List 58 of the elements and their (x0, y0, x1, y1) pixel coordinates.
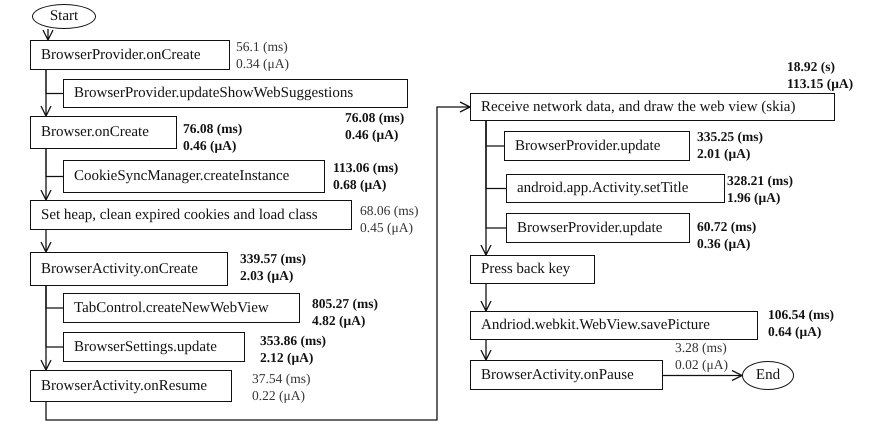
process-box: BrowserProvider.onCreate (30, 40, 230, 70)
measurement-text: 2.01 (μA) (697, 145, 750, 162)
measurement-text: 68.06 (ms) (360, 202, 418, 219)
measurement-text: 18.92 (s) (787, 58, 835, 75)
process-box: Receive network data, and draw the web view (skia) (470, 93, 835, 121)
measurement-text: 0.68 (μA) (333, 176, 386, 193)
measurement-text: 76.08 (ms) (345, 109, 404, 126)
measurement-text: 0.46 (μA) (183, 137, 236, 154)
process-box: Press back key (470, 255, 595, 284)
process-box: BrowserActivity.onCreate (30, 252, 228, 286)
measurement-text: 106.54 (ms) (768, 306, 834, 323)
measurement-text: 113.15 (μA) (787, 75, 854, 92)
measurement-text: 328.21 (ms) (727, 172, 793, 189)
process-box: BrowserProvider.update (504, 131, 690, 161)
connector-arrow (40, 70, 52, 117)
measurement-text: 37.54 (ms) (252, 370, 310, 387)
process-box: TabControl.createNewWebView (63, 293, 300, 323)
measurement-text: 0.34 (μA) (236, 55, 289, 72)
measurement-text: 4.82 (μA) (312, 312, 366, 329)
measurement-text: 1.96 (μA) (727, 189, 780, 206)
measurement-text: 2.03 (μA) (240, 267, 294, 284)
connector-arrow (45, 101, 471, 421)
measurement-text: 76.08 (ms) (183, 120, 242, 137)
measurement-text: 2.12 (μA) (260, 349, 314, 366)
measurement-text: 0.64 (μA) (768, 323, 822, 340)
connector-arrow (480, 121, 492, 256)
measurement-text: 60.72 (ms) (697, 218, 756, 235)
measurement-text: 353.86 (ms) (260, 332, 326, 349)
connector-arrow (663, 370, 743, 382)
measurement-text: 0.22 (μA) (252, 387, 305, 404)
connector-arrow (40, 230, 52, 253)
process-box: BrowserSettings.update (63, 332, 245, 362)
terminal-ellipse: End (742, 361, 794, 390)
process-box: BrowserProvider.update (506, 213, 690, 243)
measurement-text: 0.46 (μA) (345, 126, 398, 143)
process-box: BrowserActivity.onResume (30, 370, 232, 402)
process-box: Set heap, clean expired cookies and load class (30, 200, 352, 230)
process-box: Browser.onCreate (30, 116, 177, 149)
measurement-text: 805.27 (ms) (312, 295, 378, 312)
terminal-ellipse: Start (32, 4, 96, 29)
measurement-text: 0.36 (μA) (697, 235, 750, 252)
connector-arrow (480, 284, 492, 312)
connector-arrow (480, 340, 492, 361)
process-box: Andriod.webkit.WebView.savePicture (470, 311, 758, 340)
process-box: android.app.Activity.setTitle (506, 174, 725, 203)
measurement-text: 335.25 (ms) (697, 128, 763, 145)
measurement-text: 56.1 (ms) (236, 38, 288, 55)
connector-arrow (40, 149, 52, 201)
process-box: CookieSyncManager.createInstance (63, 160, 325, 193)
measurement-text: 3.28 (ms) (675, 339, 727, 356)
process-box: BrowserActivity.onPause (470, 360, 663, 390)
measurement-text: 0.02 (μA) (675, 356, 728, 373)
measurement-text: 113.06 (ms) (333, 159, 398, 176)
connector-arrow (42, 29, 54, 41)
measurement-text: 0.45 (μA) (360, 219, 413, 236)
connector-arrow (40, 286, 52, 371)
measurement-text: 339.57 (ms) (240, 250, 306, 267)
process-box: BrowserProvider.updateShowWebSuggestions (63, 79, 408, 108)
